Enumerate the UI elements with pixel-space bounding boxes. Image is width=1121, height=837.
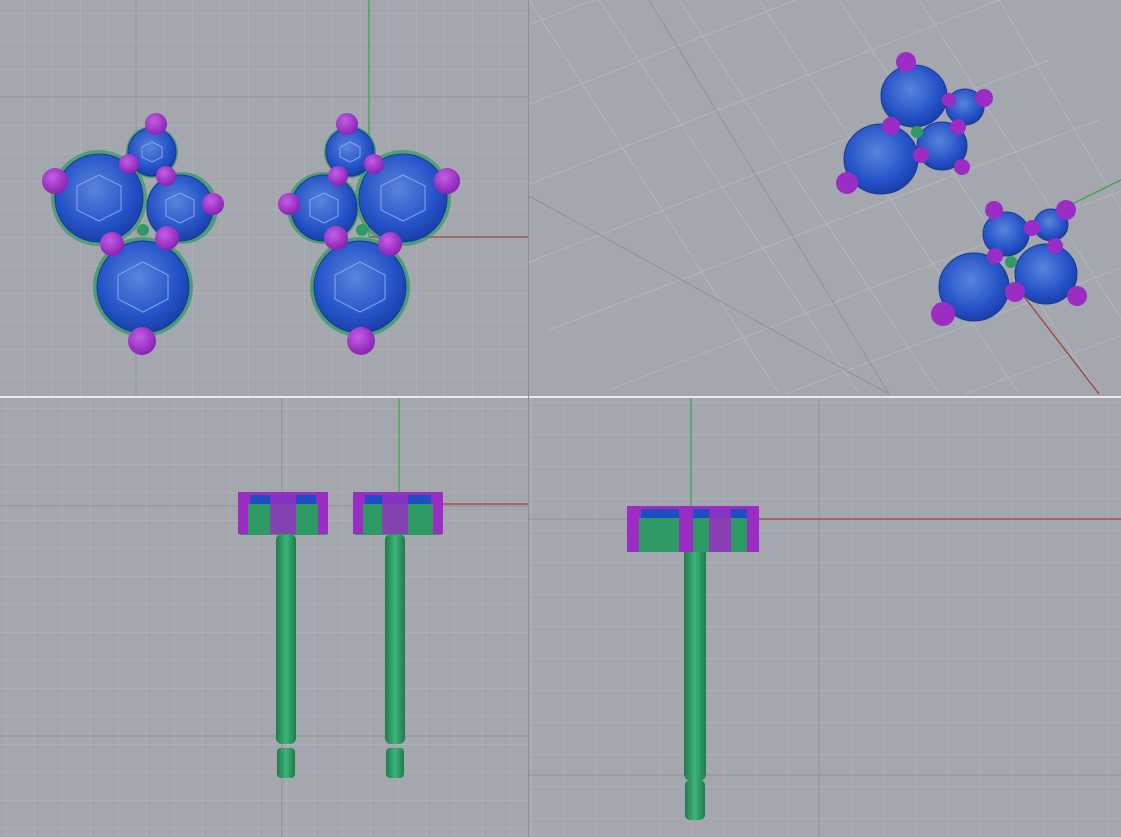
- post-right: [385, 534, 405, 744]
- perspective-viewport[interactable]: [529, 0, 1121, 394]
- right-viewport[interactable]: [529, 396, 1121, 837]
- earring-persp-upper[interactable]: [836, 52, 993, 195]
- viewport-divider-horizontal[interactable]: [0, 396, 1121, 398]
- top-viewport[interactable]: [0, 0, 528, 396]
- earring-persp-lower[interactable]: [931, 200, 1087, 326]
- perspective-viewport-canvas[interactable]: [529, 0, 1121, 394]
- post-left: [276, 534, 296, 744]
- post-side: [684, 546, 706, 781]
- gem-large-left[interactable]: [54, 153, 144, 243]
- prongs-left: [42, 113, 224, 355]
- front-viewport[interactable]: [0, 398, 528, 837]
- front-viewport-canvas[interactable]: [0, 398, 528, 837]
- x-axis-line-persp: [1018, 289, 1100, 394]
- perspective-major-grid: [529, 0, 890, 394]
- gem-medium-left[interactable]: [290, 174, 358, 242]
- right-viewport-canvas[interactable]: [529, 396, 1121, 837]
- prongs-right: [278, 113, 460, 355]
- earring-left-top[interactable]: [42, 113, 224, 355]
- gem-large-right[interactable]: [358, 153, 448, 243]
- earring-right-front[interactable]: [353, 492, 443, 778]
- viewport-divider-vertical[interactable]: [528, 0, 529, 837]
- earring-side-right[interactable]: [627, 506, 759, 820]
- earring-right-top[interactable]: [278, 113, 460, 355]
- earring-left-front[interactable]: [238, 492, 328, 778]
- top-viewport-canvas[interactable]: [0, 0, 528, 396]
